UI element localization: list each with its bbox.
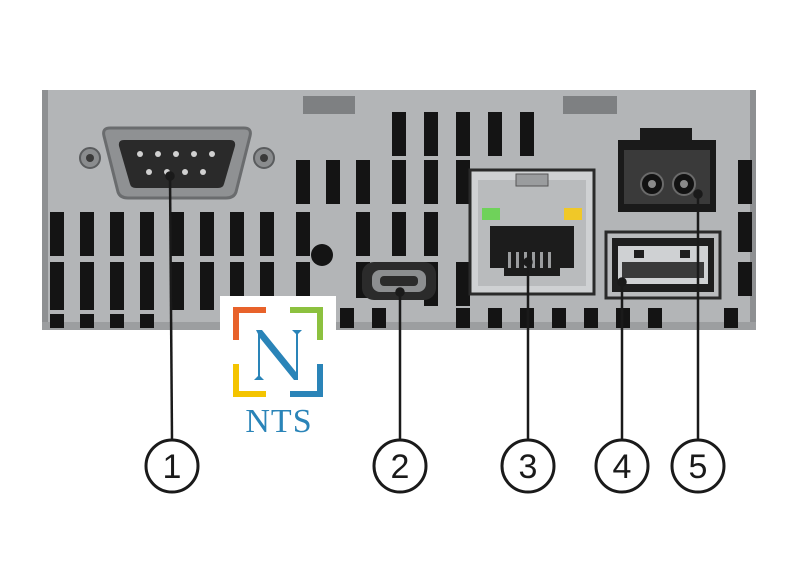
callout-label-5: 5 [689, 448, 708, 486]
logo-bracket-yellow [233, 364, 266, 397]
led-yellow [564, 208, 582, 220]
callout-4: 4 [594, 438, 650, 494]
callout-3: 3 [500, 438, 556, 494]
logo-letter-mark [254, 330, 302, 380]
top-clip-right [563, 96, 617, 114]
logo-bracket-green [290, 307, 323, 340]
port-micro-connector [362, 262, 436, 300]
logo-text: NTS [245, 403, 312, 440]
port-ethernet-rj45 [468, 168, 596, 296]
callout-5: 5 [670, 438, 726, 494]
port-power-terminal [618, 128, 716, 212]
ventilation-slots [50, 112, 752, 328]
callout-2: 2 [372, 438, 428, 494]
callout-line-1 [168, 175, 174, 441]
callout-label-4: 4 [613, 448, 632, 486]
callout-label-2: 2 [391, 448, 410, 486]
panel-right-edge [750, 90, 756, 330]
panel-round-hole [311, 244, 333, 266]
logo-bracket-blue [290, 364, 323, 397]
top-clip-left [303, 96, 355, 114]
panel-left-edge [42, 90, 48, 330]
callout-1: 1 [144, 438, 200, 494]
callout-lines [165, 171, 703, 441]
nts-logo: NTS [220, 296, 336, 440]
callout-label-3: 3 [519, 448, 538, 486]
led-green [482, 208, 500, 220]
db9-face [118, 140, 236, 188]
callout-label-1: 1 [163, 448, 182, 486]
port-serial-db9 [79, 126, 275, 200]
logo-bracket-orange [233, 307, 266, 340]
